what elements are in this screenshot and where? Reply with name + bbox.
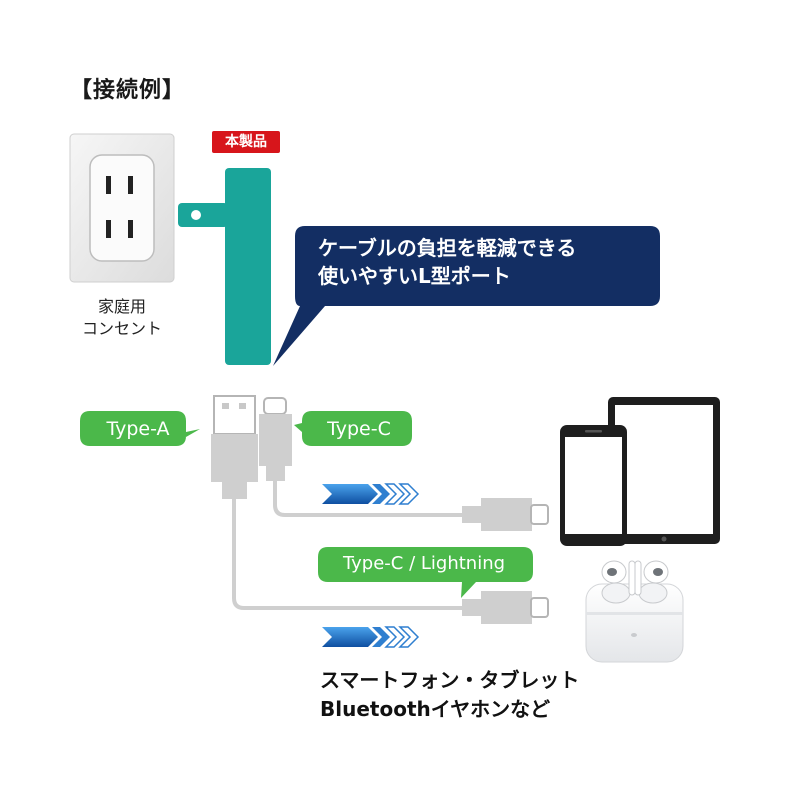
type-a-tag [80, 411, 200, 446]
type-c-label: Type-C [327, 418, 391, 440]
tablet-icon [608, 397, 720, 544]
devices-caption-line1: スマートフォン・タブレット [320, 668, 580, 692]
usb-c-plug-icon [462, 498, 549, 531]
type-a-label: Type-A [106, 418, 170, 440]
lightning-plug-icon [462, 591, 549, 624]
arrow-right-icon [322, 483, 420, 505]
devices-caption: スマートフォン・タブレット Bluetoothイヤホンなど [320, 666, 579, 724]
product-badge: 本製品 [212, 131, 280, 153]
wall-outlet-icon [69, 133, 175, 283]
type-c-lightning-label: Type-C / Lightning [342, 553, 506, 574]
earbuds-case-icon [585, 560, 684, 663]
callout-text: ケーブルの負担を軽減できる 使いやすいL型ポート [318, 234, 658, 290]
charger-icon [178, 168, 271, 365]
type-c-lightning-tag [318, 547, 533, 598]
outlet-caption-line2: コンセント [81, 319, 162, 338]
arrow-right-icon [322, 626, 420, 648]
outlet-caption-line1: 家庭用 [97, 297, 146, 316]
devices-caption-line2: Bluetoothイヤホンなど [320, 697, 551, 721]
usb-c-plug-icon [259, 397, 292, 481]
page-title: 【接続例】 [70, 78, 186, 103]
smartphone-icon [560, 425, 627, 546]
outlet-caption: 家庭用 コンセント [70, 296, 174, 340]
usb-a-plug-icon [211, 395, 258, 499]
callout-line1: ケーブルの負担を軽減できる [318, 236, 577, 260]
callout-bubble [273, 226, 660, 366]
cable-lines [232, 480, 470, 610]
callout-line2: 使いやすいL型ポート [318, 264, 511, 288]
type-c-tag [294, 411, 412, 446]
